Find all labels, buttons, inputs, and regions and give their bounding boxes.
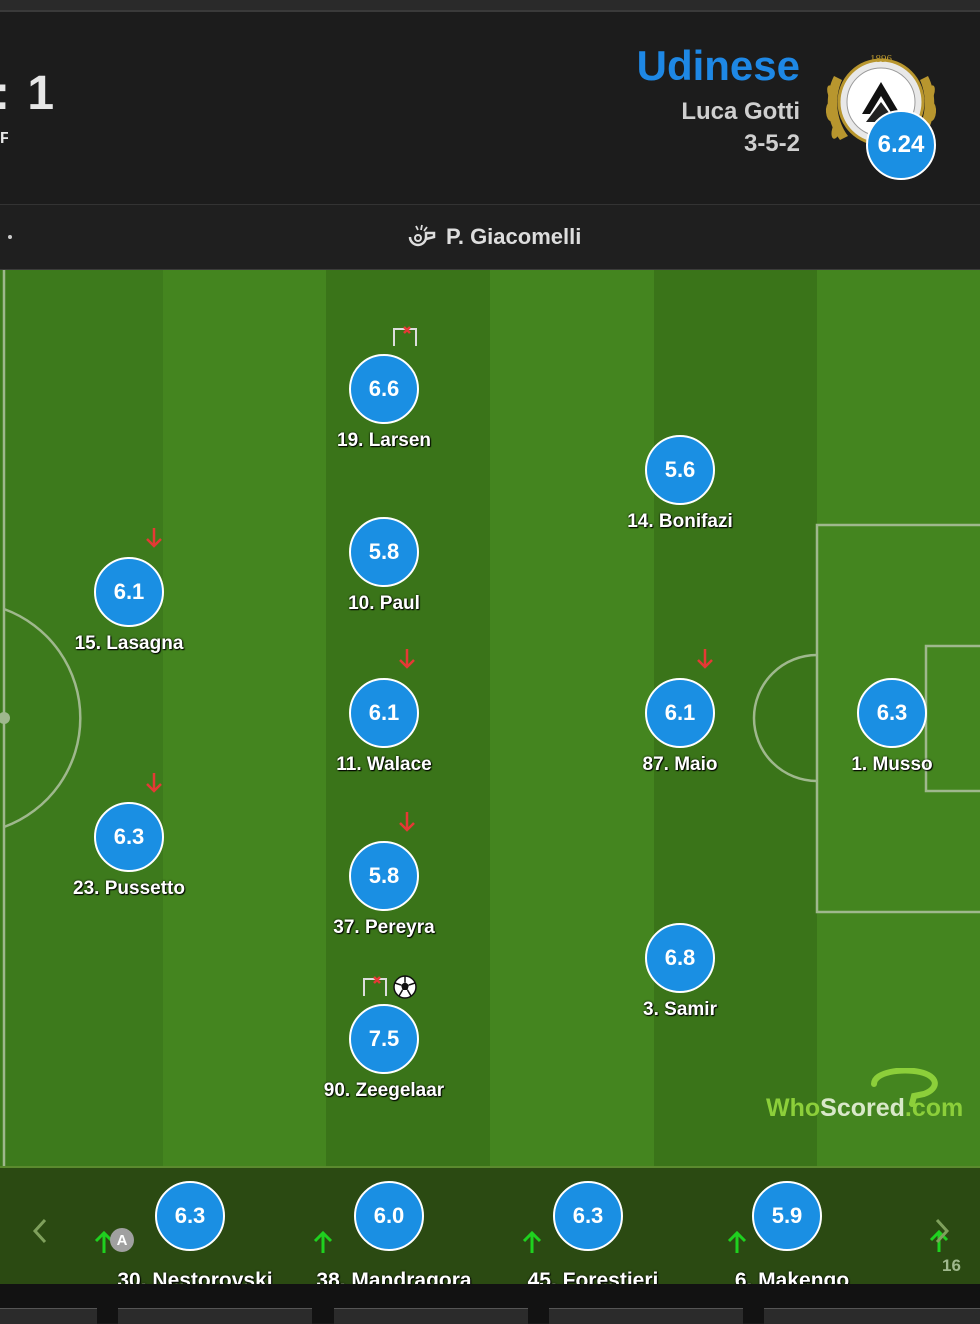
sub-off-icon [399,812,415,832]
assist-icon [393,326,417,346]
tab-stub[interactable] [118,1308,312,1324]
player-name: 3. Samir [643,999,717,1020]
player-zeegelaar[interactable]: 7.5 90. Zeegelaar [284,975,484,1104]
logo-scored: Scored [820,1094,905,1122]
pitch: 6.6 19. Larsen 5.6 14. Bonifazi 6.1 15. … [0,270,980,1166]
player-rating: 6.1 [645,678,715,748]
tab-stub[interactable] [334,1308,528,1324]
tab-stub[interactable] [0,1308,97,1324]
substitutes-bar: A 6.3 30. Nestorovski 6.0 38. Mandragora… [0,1166,980,1292]
player-name: 90. Zeegelaar [323,1080,445,1101]
sub-forestieri[interactable]: 6.3 45. Forestieri [493,1181,693,1292]
referee-bar: P. Giacomelli [0,204,980,271]
tab-stub[interactable] [764,1308,980,1324]
player-rating: 5.8 [349,517,419,587]
chevron-right-icon[interactable] [932,1216,952,1246]
sub-off-icon [697,649,713,669]
player-name: 87. Maio [642,754,718,775]
chevron-left-icon[interactable] [30,1216,50,1246]
team-rating-badge: 6.24 [866,110,936,180]
bottom-tabs [0,1284,980,1324]
player-lasagna[interactable]: 6.1 15. Lasagna [29,528,229,657]
referee: P. Giacomelli [406,223,581,251]
sub-off-icon [146,528,162,548]
player-rating: 6.3 [857,678,927,748]
player-rating: 6.8 [645,923,715,993]
sub-off-icon [146,773,162,793]
player-name: 19. Larsen [337,430,431,451]
player-name: 14. Bonifazi [627,511,733,532]
pitch-markings [0,270,980,1166]
goal-icon [393,975,417,999]
player-rating: 6.1 [349,678,419,748]
player-rating: 5.8 [349,841,419,911]
player-samir[interactable]: 6.8 3. Samir [580,923,780,1023]
player-name: 11. Walace [336,754,432,775]
sub-on-icon [94,1230,114,1253]
player-name: 15. Lasagna [74,633,184,654]
player-rating: 6.3 [553,1181,623,1251]
player-walace[interactable]: 6.1 11. Walace [284,649,484,778]
assist-icon [363,976,387,996]
player-name: 10. Paul [348,593,420,614]
player-name: 37. Pereyra [333,917,435,938]
match-status: FT [0,130,8,147]
separator-dot [8,235,12,239]
team-formation: 3-5-2 [743,130,800,157]
player-name: 23. Pussetto [73,878,185,899]
tab-stub[interactable] [549,1308,743,1324]
logo-who: Who [766,1094,821,1122]
match-score: : 1 [0,67,57,120]
referee-name: P. Giacomelli [446,224,582,249]
player-pussetto[interactable]: 6.3 23. Pussetto [29,773,229,902]
whoscored-logo-mark [871,1068,938,1107]
player-rating: 6.6 [349,354,419,424]
player-rating: 5.6 [645,435,715,505]
player-larsen[interactable]: 6.6 19. Larsen [284,326,484,454]
player-rating: 6.1 [94,557,164,627]
player-maio[interactable]: 6.1 87. Maio [580,649,780,778]
top-border [0,0,980,12]
assist-badge: A [110,1228,134,1252]
player-musso[interactable]: 6.3 1. Musso [792,678,980,778]
whistle-icon [408,224,436,247]
team-name[interactable]: Udinese [636,42,800,89]
sub-off-icon [399,649,415,669]
match-header: : 1 FT Udinese Luca Gotti 3-5-2 1896 6.2… [0,12,980,204]
sub-on-icon [727,1230,747,1253]
player-rating: 6.3 [155,1181,225,1251]
sub-mandragora[interactable]: 6.0 38. Mandragora [294,1181,494,1292]
player-pereyra[interactable]: 5.8 37. Pereyra [284,812,484,941]
sub-on-icon [522,1230,542,1253]
player-name: 1. Musso [851,754,933,775]
player-rating: 5.9 [752,1181,822,1251]
player-rating: 7.5 [349,1004,419,1074]
sub-makengo[interactable]: 5.9 6. Makengo [692,1181,892,1292]
sub-nestorovski[interactable]: A 6.3 30. Nestorovski [94,1181,295,1292]
player-rating: 6.0 [354,1181,424,1251]
whoscored-logo: WhoScored.com [766,1068,963,1123]
player-paul[interactable]: 5.8 10. Paul [284,517,484,617]
crest-year: 1896 [870,53,893,65]
team-manager: Luca Gotti [681,98,800,125]
player-rating: 6.3 [94,802,164,872]
sub-on-icon [313,1230,333,1253]
player-bonifazi[interactable]: 5.6 14. Bonifazi [580,435,780,535]
player-name: 16 [942,1256,961,1275]
